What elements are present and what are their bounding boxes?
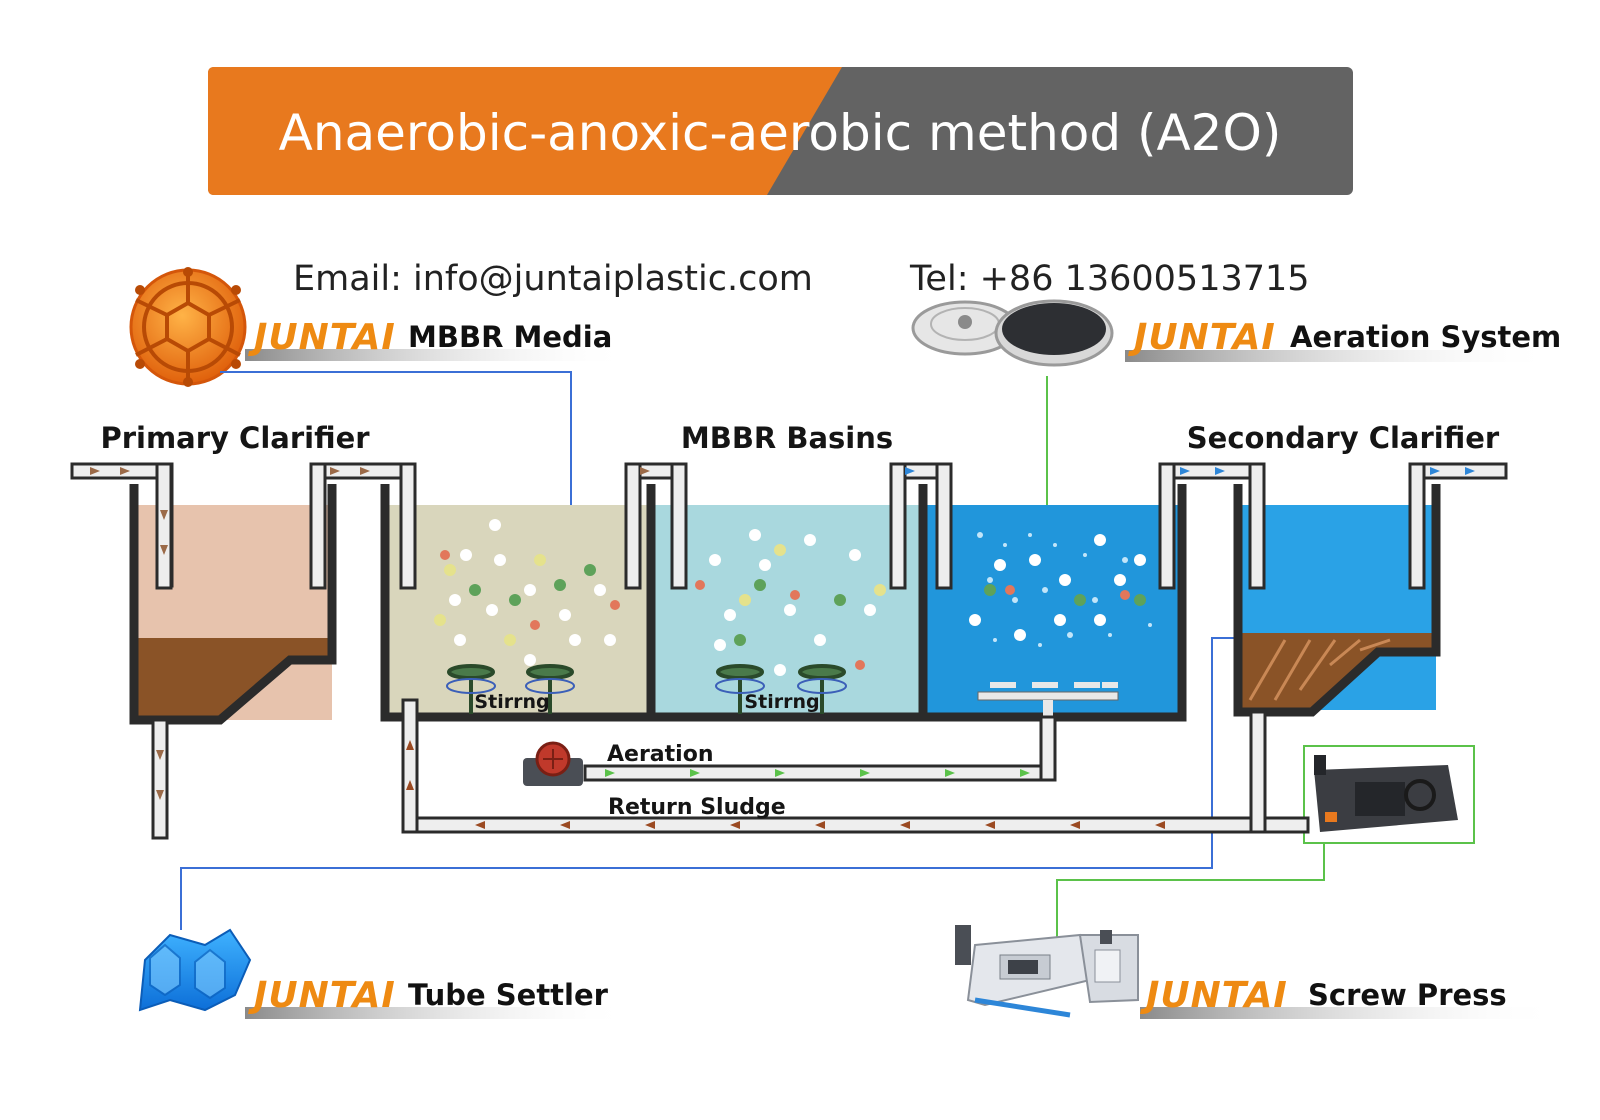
tel-text: Tel: +86 13600513715	[909, 259, 1310, 299]
label-primary-clarifier: Primary Clarifier	[100, 421, 370, 455]
aeration-pipe: Aeration	[523, 715, 1057, 786]
email-text: Email: info@juntaiplastic.com	[293, 259, 813, 299]
primary-clarifier-sludge	[134, 638, 332, 720]
return-sludge-pipe: Return Sludge	[401, 698, 1310, 834]
page-title: Anaerobic-anoxic-aerobic method (A2O)	[279, 104, 1282, 162]
aeration-label: Aeration	[607, 742, 713, 767]
product-name: Aeration System	[1290, 320, 1561, 354]
underline-bar	[245, 349, 630, 361]
brand-logo-text: JUNTAI	[248, 975, 396, 1016]
product-aeration-system: JUNTAI Aeration System	[911, 299, 1561, 367]
stirring-label-1: Stirrng	[474, 691, 549, 713]
brand-logo-text: JUNTAI	[1140, 975, 1288, 1016]
blower-icon	[523, 741, 583, 786]
label-secondary-clarifier: Secondary Clarifier	[1187, 421, 1500, 455]
stirrer-rotation-arrows	[446, 678, 847, 694]
flow-arrows-blue	[905, 467, 1475, 475]
diffuser-assembly	[977, 682, 1119, 718]
secondary-clarifier-wall	[1233, 484, 1441, 717]
product-name: Tube Settler	[408, 978, 609, 1012]
sludge-press-machine-icon	[1314, 755, 1458, 832]
mbbr-media-icon	[129, 267, 247, 387]
label-mbbr-basins: MBBR Basins	[681, 421, 893, 455]
product-mbbr-media: JUNTAI MBBR Media	[129, 267, 630, 387]
underline-bar	[245, 1007, 630, 1019]
underline-bar	[1125, 350, 1555, 362]
primary-clarifier-wall	[129, 484, 337, 725]
product-screw-press: JUNTAI Screw Press	[955, 925, 1560, 1019]
title-banner-orange	[208, 67, 842, 195]
tube-settler-icon	[138, 928, 252, 1012]
brand-logo-text: JUNTAI	[1128, 317, 1276, 358]
product-name: MBBR Media	[408, 320, 612, 354]
screw-press-icon	[955, 925, 1139, 1018]
media-connector-line	[220, 371, 572, 550]
tube-settler-connector-line	[180, 637, 1250, 930]
anaerobic-basin	[385, 505, 647, 713]
flow-pipes	[70, 462, 1508, 840]
return-sludge-label: Return Sludge	[608, 795, 786, 820]
brand-logo-text: JUNTAI	[248, 317, 396, 358]
stirring-label-2: Stirrng	[744, 691, 819, 713]
product-tube-settler: JUNTAI Tube Settler	[138, 928, 630, 1019]
tank-system	[129, 484, 1441, 725]
product-name: Screw Press	[1308, 978, 1507, 1012]
mbbr-media-particles	[434, 519, 1146, 676]
title-banner: Anaerobic-anoxic-aerobic method (A2O)	[208, 67, 1353, 195]
tube-settler-hatching	[1248, 638, 1391, 701]
press-highlight-box	[1303, 745, 1475, 844]
underline-bar	[1140, 1007, 1560, 1019]
air-bubbles	[977, 532, 1152, 647]
mbbr-basin-walls	[380, 484, 1187, 722]
aerobic-basin	[927, 505, 1182, 713]
secondary-clarifier-sludge	[1238, 633, 1436, 712]
diffuser-disc-icon	[911, 299, 1114, 367]
flow-arrows	[90, 467, 650, 800]
screw-press-connector-line	[1056, 843, 1325, 940]
